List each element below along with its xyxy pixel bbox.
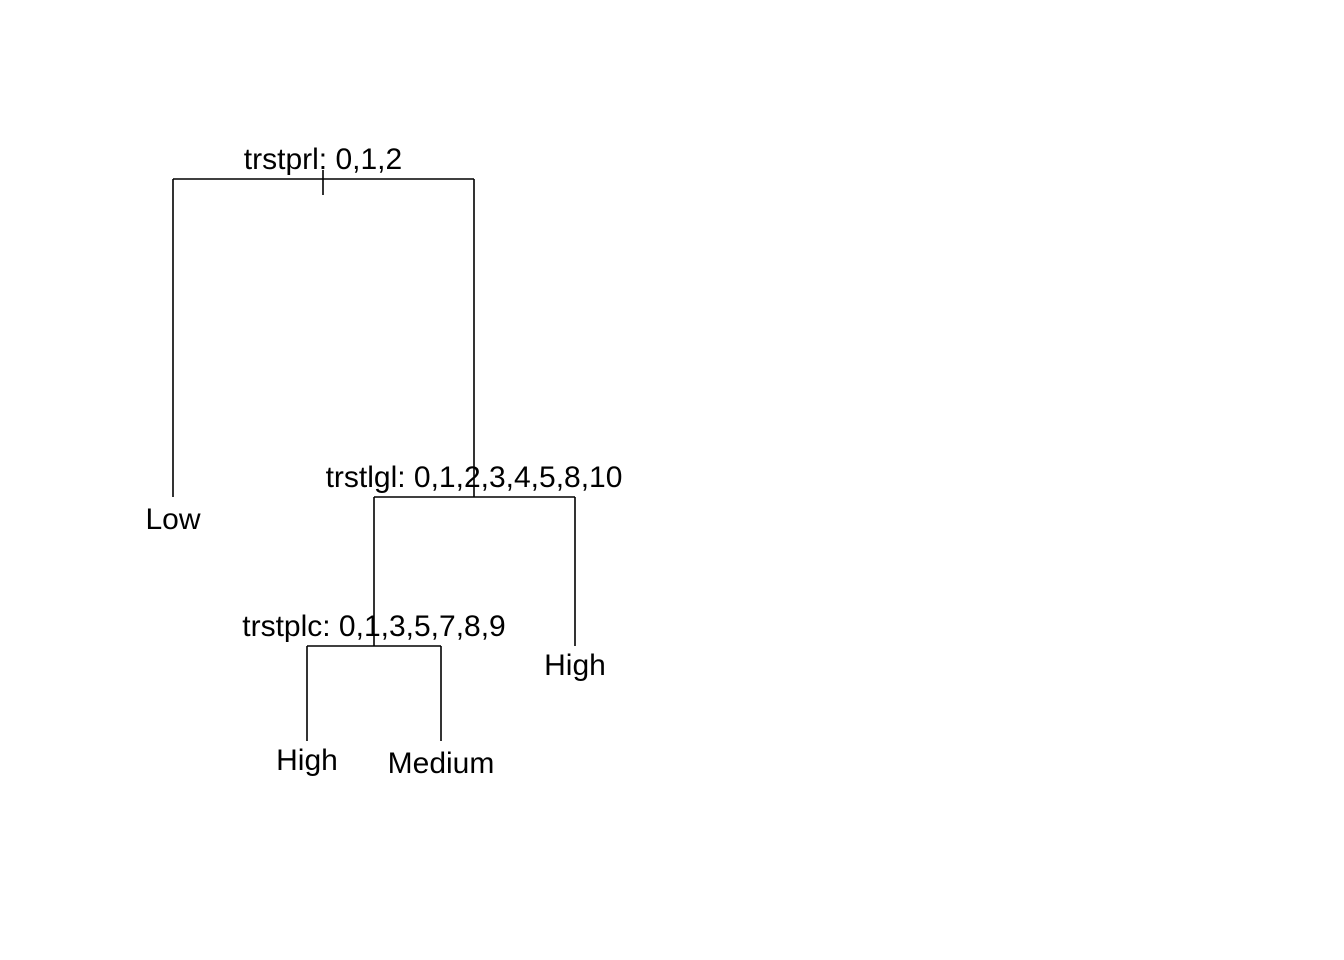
split2-label: trstlgl: 0,1,2,3,4,5,8,10 <box>326 461 623 494</box>
leaf-high-left-label: High <box>276 744 338 777</box>
split3-label: trstplc: 0,1,3,5,7,8,9 <box>242 610 505 643</box>
leaf-medium-label: Medium <box>388 747 495 780</box>
leaf-low-label: Low <box>145 503 200 536</box>
leaf-high-right-label: High <box>544 649 606 682</box>
root-split-label: trstprl: 0,1,2 <box>244 143 402 176</box>
